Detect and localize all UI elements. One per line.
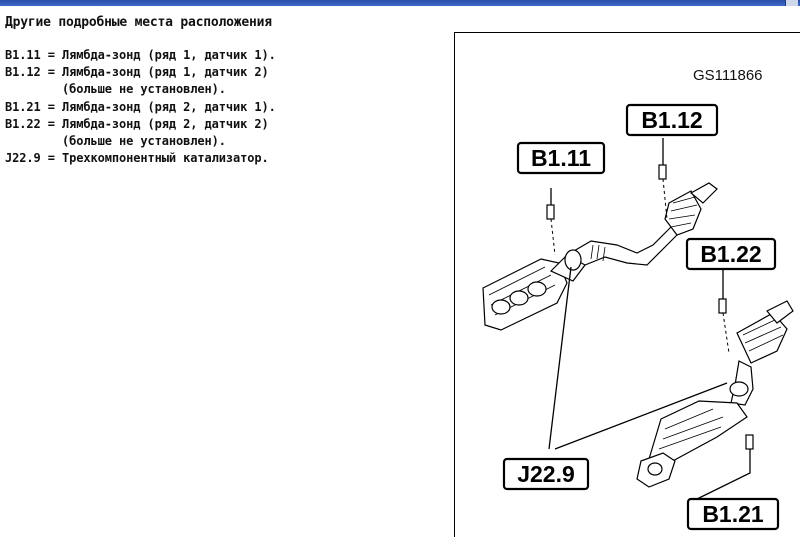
window-title-bar [0, 0, 800, 6]
svg-text:B1.12: B1.12 [641, 107, 702, 133]
svg-text:B1.11: B1.11 [531, 145, 591, 171]
component-legend-list: B1.11 = Лямбда-зонд (ряд 1, датчик 1). B… [5, 47, 276, 167]
exhaust-manifold-bank2 [636, 452, 676, 488]
legend-line: (больше не установлен). [5, 133, 226, 148]
svg-text:B1.21: B1.21 [702, 501, 764, 527]
oxygen-sensor-b1-12 [658, 138, 668, 220]
front-pipe-bank2 [729, 360, 754, 406]
legend-line: B1.11 = Лямбда-зонд (ряд 1, датчик 1). [5, 48, 276, 62]
label-b1-12: B1.12 [625, 103, 719, 137]
exhaust-diagram-svg: GS111866 [482, 67, 794, 531]
exhaust-manifold-bank1 [482, 252, 586, 331]
label-b1-11: B1.11 [516, 141, 606, 175]
oxygen-sensor-b1-22 [718, 269, 730, 354]
leader-j22-9-bank1 [548, 266, 572, 450]
front-pipe-bank1 [564, 220, 684, 271]
oxygen-sensor-b1-11 [546, 188, 556, 256]
label-b1-21: B1.21 [686, 497, 780, 531]
section-heading: Другие подробные места расположения [5, 15, 272, 30]
legend-line: (больше не установлен). [5, 82, 226, 97]
legend-line: B1.21 = Лямбда-зонд (ряд 2, датчик 1). [5, 99, 276, 114]
leader-j22-9-bank2 [554, 382, 728, 450]
legend-line: B1.22 = Лямбда-зонд (ряд 2, датчик 2) [5, 116, 269, 131]
label-b1-22: B1.22 [685, 237, 777, 271]
exhaust-diagram: GS111866 [454, 32, 800, 537]
legend-line: J22.9 = Трехкомпонентный катализатор. [5, 151, 269, 166]
figure-code: GS111866 [693, 67, 763, 84]
document-content: Другие подробные места расположения B1.1… [0, 6, 800, 537]
catalytic-converter-bank2-upper [736, 300, 794, 364]
legend-line: B1.12 = Лямбда-зонд (ряд 1, датчик 2) [5, 65, 269, 80]
svg-text:J22.9: J22.9 [517, 461, 575, 487]
catalytic-converter-bank1 [664, 182, 718, 236]
window-control-button[interactable] [785, 0, 798, 6]
label-j22-9: J22.9 [502, 457, 590, 491]
svg-text:B1.22: B1.22 [700, 241, 761, 267]
oxygen-sensor-b1-21 [696, 434, 754, 500]
